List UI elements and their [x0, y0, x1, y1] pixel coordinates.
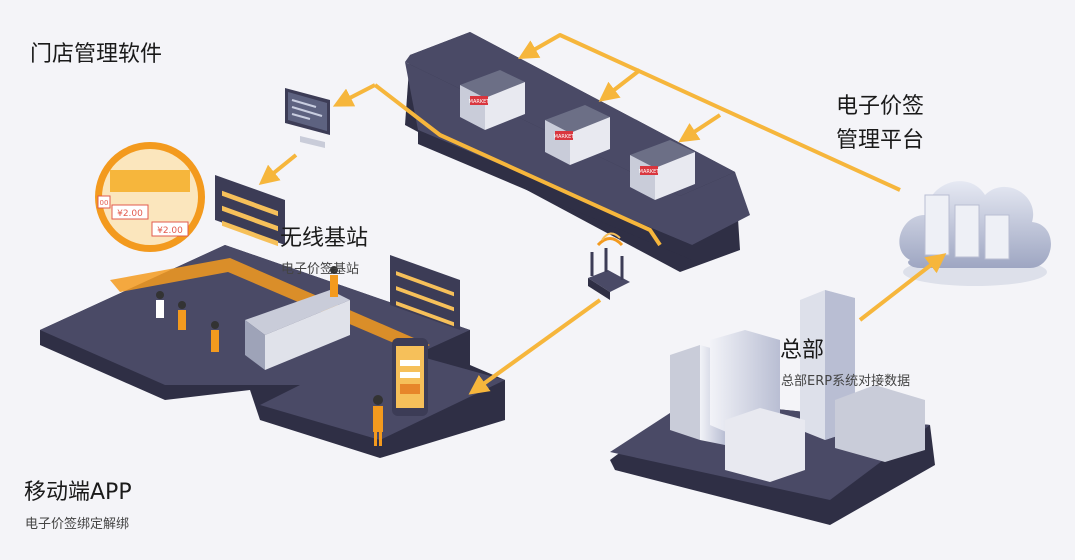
svg-text:00: 00 [100, 199, 109, 207]
svg-text:MARKET: MARKET [554, 134, 576, 140]
svg-text:¥2.00: ¥2.00 [157, 226, 183, 236]
shopper-figure [211, 321, 219, 352]
mobile-app-sublabel: 电子价签绑定解绑 [25, 517, 130, 532]
monitor-icon [285, 88, 330, 148]
staff-figure [330, 266, 338, 297]
shelf [390, 255, 460, 330]
base-station-label: 无线基站 [280, 226, 369, 251]
router-icon [588, 232, 630, 300]
staff-figure [373, 395, 383, 446]
svg-text:¥2.00: ¥2.00 [117, 209, 143, 219]
svg-text:MARKET: MARKET [639, 169, 661, 175]
office-building-icon [670, 290, 925, 482]
store-building-icon: MARKET [460, 70, 525, 130]
store-software-label: 门店管理软件 [30, 42, 163, 67]
mobile-app-label: 移动端APP [24, 480, 132, 505]
store-building-icon: MARKET [545, 105, 610, 165]
price-tag-magnifier: ¥2.00 ¥2.00 00 [95, 142, 205, 252]
headquarters-label: 总部 [780, 338, 825, 363]
esl-platform-label-line1: 电子价签 [836, 94, 925, 119]
headquarters-sublabel: 总部ERP系统对接数据 [781, 374, 911, 389]
store-building-icon: MARKET [630, 140, 695, 200]
shopper-figure [178, 301, 186, 330]
phone-icon [392, 338, 428, 416]
base-station-sublabel: 电子价签基站 [281, 262, 360, 277]
shelf [245, 290, 350, 370]
shopper-figure [156, 291, 164, 318]
shelf [215, 175, 285, 247]
esl-platform-label-line2: 管理平台 [836, 128, 925, 153]
arrows [258, 33, 947, 395]
svg-text:MARKET: MARKET [469, 99, 491, 105]
